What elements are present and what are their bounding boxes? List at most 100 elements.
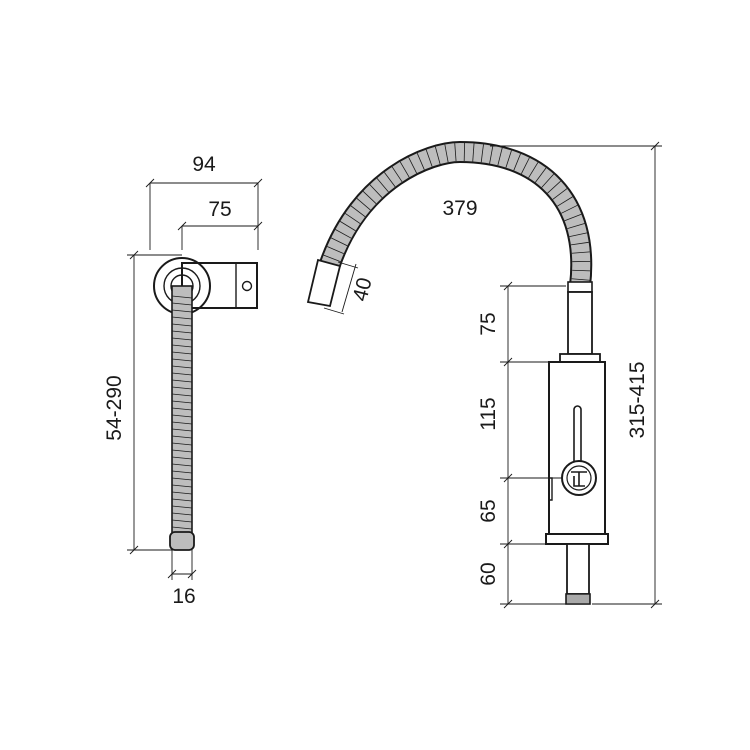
hose-rib — [171, 498, 193, 502]
gooseneck-rib — [330, 237, 348, 247]
hose-rib — [171, 407, 193, 411]
mount-bracket — [153, 257, 258, 315]
hose-rib — [171, 477, 193, 481]
gooseneck-rib — [323, 254, 341, 262]
dim-54-290: 54-290 — [103, 250, 182, 555]
gooseneck-rib — [547, 180, 562, 194]
hose-rib — [171, 484, 193, 488]
gooseneck-spout — [319, 140, 593, 288]
label-75-front: 75 — [477, 312, 500, 335]
gooseneck-rib — [376, 178, 389, 193]
hose-rib — [171, 435, 193, 439]
gooseneck-rib — [567, 223, 585, 229]
logo-icon — [561, 460, 597, 496]
hose-rib — [171, 428, 193, 432]
gooseneck-rib — [528, 162, 539, 179]
label-75-side: 75 — [208, 198, 231, 221]
gooseneck-rib — [552, 188, 568, 200]
gooseneck-rib — [497, 147, 503, 166]
hose-rib — [171, 512, 193, 516]
gooseneck-rib — [513, 153, 521, 171]
label-65: 65 — [477, 499, 500, 522]
gooseneck-rib — [384, 172, 396, 187]
gooseneck-rib — [434, 146, 441, 165]
label-16: 16 — [172, 585, 195, 608]
gooseneck-rib — [362, 191, 377, 204]
hose-rib — [171, 400, 193, 404]
gooseneck-rib — [561, 204, 578, 214]
hose-rib — [171, 316, 193, 320]
gooseneck-rib — [571, 278, 590, 281]
gooseneck-rib — [569, 232, 588, 238]
hose-rib — [171, 365, 193, 369]
hose-rib — [171, 456, 193, 460]
gooseneck-rib — [399, 161, 410, 178]
label-94: 94 — [192, 153, 216, 176]
nozzle — [306, 258, 342, 308]
gooseneck-rib — [557, 196, 573, 207]
dim-40: 40 — [323, 261, 377, 315]
hose-rib — [171, 393, 193, 397]
gooseneck-rib — [564, 213, 582, 222]
neck-tube — [559, 281, 601, 364]
gooseneck-rib — [339, 221, 356, 232]
gooseneck-rib — [350, 205, 366, 217]
gooseneck-rib — [327, 246, 344, 254]
hose-rib — [171, 442, 193, 446]
label-60: 60 — [477, 562, 500, 585]
side-view: 94 75 — [103, 153, 263, 608]
threaded-shank — [565, 543, 591, 605]
label-379: 379 — [442, 197, 477, 220]
gooseneck-rib — [505, 150, 512, 168]
hose-rib — [171, 351, 193, 355]
gooseneck-rib — [369, 184, 383, 198]
hose-rib — [171, 414, 193, 418]
hose-rib — [171, 421, 193, 425]
dim-16: 16 — [167, 548, 197, 608]
gooseneck-rib — [335, 229, 352, 239]
dim-75-side: 75 — [177, 198, 263, 250]
hose-rib — [171, 358, 193, 362]
hose-rib — [171, 302, 193, 306]
gooseneck-rib — [444, 144, 449, 163]
hose-rib — [171, 449, 193, 453]
hose-rib — [171, 386, 193, 390]
hose-rib — [171, 526, 193, 530]
gooseneck-rib — [416, 153, 425, 170]
hose-rib — [171, 337, 193, 341]
hose-rib — [171, 519, 193, 523]
label-315-415: 315-415 — [626, 361, 649, 438]
gooseneck-rib — [535, 167, 547, 183]
gooseneck-rib — [541, 173, 555, 188]
dim-315-415: 315-415 — [490, 141, 662, 609]
gooseneck-rib — [572, 269, 591, 272]
gooseneck-rib — [408, 157, 418, 174]
hose-rib — [171, 463, 193, 467]
gooseneck-rib — [345, 213, 361, 224]
gooseneck-rib — [356, 198, 371, 211]
dim-94: 94 — [145, 153, 263, 250]
dim-segments: 75 115 65 60 — [477, 281, 566, 609]
gooseneck-rib — [391, 166, 403, 183]
hose-rib — [171, 309, 193, 313]
gooseneck-rib — [425, 149, 433, 167]
hose-rib — [171, 344, 193, 348]
gooseneck-rib — [472, 143, 475, 162]
hose-rib — [171, 491, 193, 495]
front-view: 40 379 — [306, 140, 662, 609]
side-hose — [169, 285, 195, 551]
gooseneck-rib — [454, 143, 457, 162]
gooseneck-rib — [520, 157, 530, 175]
label-115: 115 — [477, 397, 500, 430]
hose-rib — [171, 323, 193, 327]
hose-rib — [171, 330, 193, 334]
hose-rib — [171, 505, 193, 509]
faucet-body — [545, 361, 609, 545]
label-40: 40 — [349, 275, 377, 303]
gooseneck-rib — [489, 145, 494, 164]
label-54-290: 54-290 — [103, 375, 126, 440]
hose-rib — [171, 295, 193, 299]
hose-rib — [171, 372, 193, 376]
